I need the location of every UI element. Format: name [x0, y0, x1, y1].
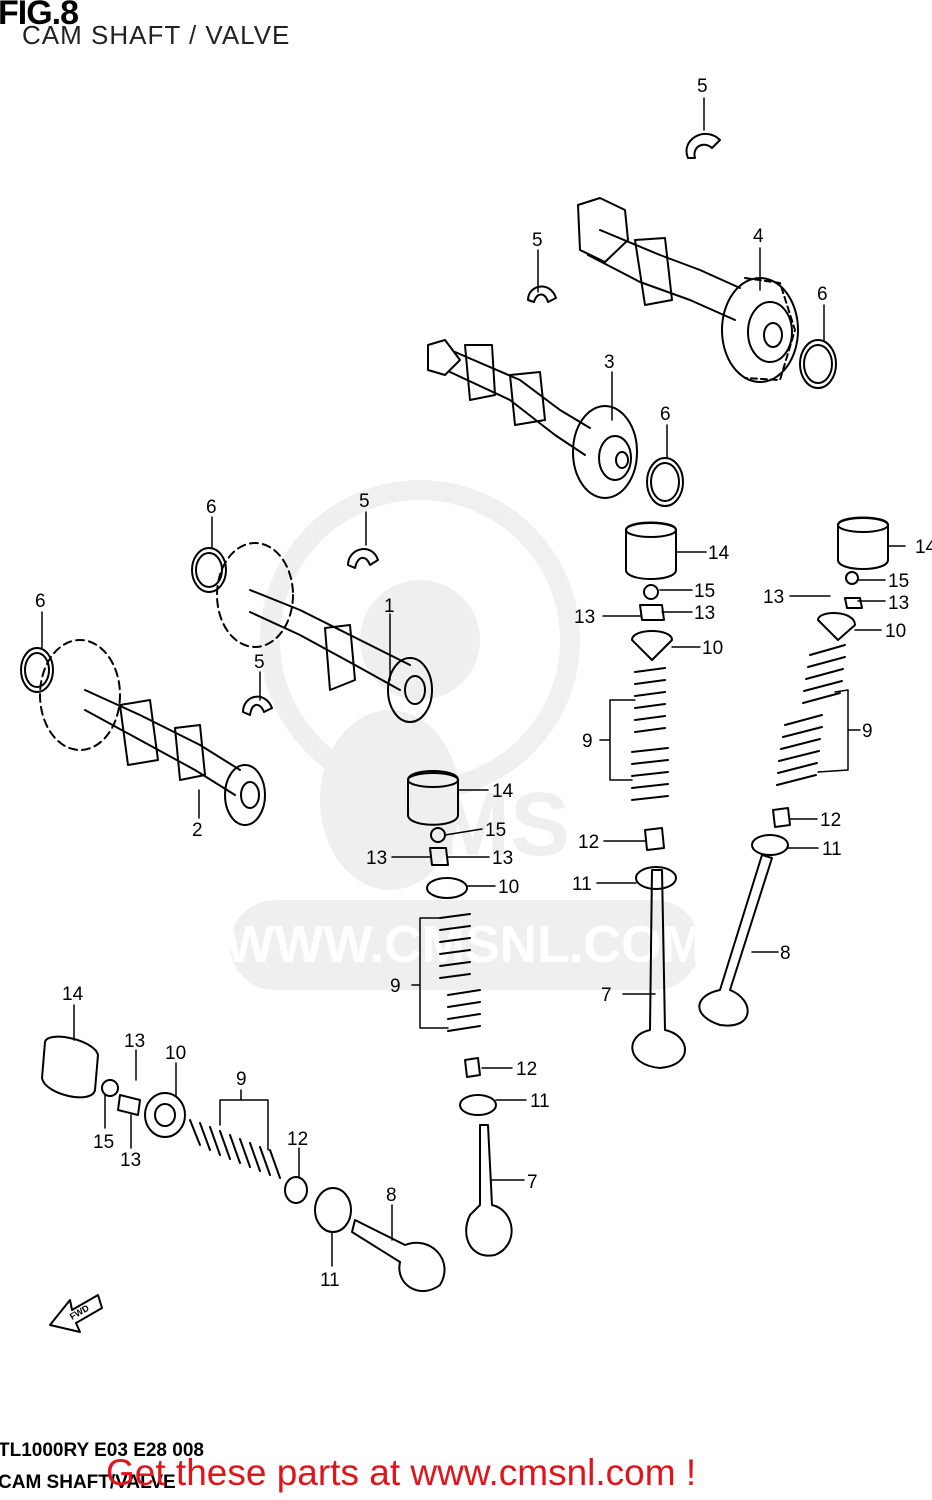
callout-11: 11 — [530, 1091, 550, 1112]
leader-lines — [41, 97, 906, 1267]
callout-12: 12 — [578, 832, 599, 853]
callout-9: 9 — [862, 721, 873, 742]
callout-11: 11 — [572, 874, 592, 895]
callout-13: 13 — [888, 593, 909, 614]
figure-subtitle: CAM SHAFT / VALVE — [22, 20, 291, 50]
callouts: 5 4 5 6 3 6 6 5 6 1 5 2 14 15 13 13 10 9… — [35, 76, 932, 1291]
callout-12: 12 — [516, 1059, 537, 1080]
callout-10: 10 — [885, 621, 906, 642]
callout-5: 5 — [359, 491, 370, 512]
callout-5: 5 — [532, 230, 543, 251]
callout-12: 12 — [820, 810, 841, 831]
callout-10: 10 — [702, 638, 723, 659]
callout-13: 13 — [694, 603, 715, 624]
callout-3: 3 — [604, 352, 615, 373]
callout-15: 15 — [485, 820, 506, 841]
circlip-5-second — [527, 285, 557, 303]
figure-title: FIG.8 — [0, 0, 79, 32]
callout-15: 15 — [93, 1132, 114, 1153]
watermark-logo-text: CMS — [370, 775, 570, 875]
callout-8: 8 — [386, 1185, 397, 1206]
callout-9: 9 — [236, 1069, 247, 1090]
ring-6-mid — [646, 457, 684, 507]
callout-5: 5 — [697, 76, 708, 97]
callout-14: 14 — [915, 537, 932, 558]
circlip-5-mid — [347, 548, 379, 569]
camshaft-1 — [216, 542, 433, 723]
callout-4: 4 — [753, 226, 764, 247]
callout-15: 15 — [694, 581, 715, 602]
callout-9: 9 — [390, 976, 401, 997]
watermark-url: WWW.CMSNL.COM — [225, 916, 704, 974]
circlip-5-top — [685, 133, 721, 159]
callout-11: 11 — [822, 839, 842, 860]
callout-9: 9 — [582, 731, 593, 752]
callout-1: 1 — [384, 596, 395, 617]
callout-13: 13 — [492, 848, 513, 869]
buy-parts-link[interactable]: Get these parts at www.cmsnl.com ! — [106, 1452, 697, 1493]
camshaft-2 — [39, 639, 266, 826]
ring-6-left-upper — [191, 547, 227, 593]
model-code: TL1000RY E03 E28 008 — [0, 1440, 204, 1461]
callout-13: 13 — [574, 607, 595, 628]
callout-14: 14 — [492, 781, 514, 802]
callout-6: 6 — [206, 497, 217, 518]
callout-8: 8 — [780, 943, 791, 964]
callout-2: 2 — [192, 820, 203, 841]
ring-6-left — [20, 647, 54, 693]
callout-6: 6 — [817, 284, 828, 305]
valve-assembly-center — [407, 770, 513, 1257]
callout-10: 10 — [165, 1043, 186, 1064]
callout-13: 13 — [763, 587, 784, 608]
callout-13: 13 — [120, 1150, 141, 1171]
callout-13: 13 — [366, 848, 387, 869]
valve-assembly-right — [698, 516, 889, 1027]
callout-7: 7 — [601, 985, 612, 1006]
callout-14: 14 — [708, 543, 730, 564]
callout-6: 6 — [660, 404, 671, 425]
valve-assembly-right-center — [625, 521, 686, 1069]
callout-5: 5 — [254, 652, 265, 673]
camshaft-3 — [427, 339, 638, 499]
circlip-5-low — [242, 695, 273, 716]
callout-10: 10 — [498, 877, 519, 898]
callout-11: 11 — [320, 1270, 340, 1291]
fwd-arrow: FWD — [49, 1294, 103, 1333]
callout-14: 14 — [62, 984, 84, 1005]
ring-6-top-right — [799, 339, 837, 389]
callout-13: 13 — [124, 1031, 145, 1052]
valve-assembly-bottom-left — [41, 1035, 446, 1292]
callout-15: 15 — [888, 571, 909, 592]
section-name: CAM SHAFT/VALVE — [0, 1472, 176, 1493]
callout-7: 7 — [527, 1172, 538, 1193]
callout-12: 12 — [287, 1129, 308, 1150]
callout-6: 6 — [35, 591, 46, 612]
